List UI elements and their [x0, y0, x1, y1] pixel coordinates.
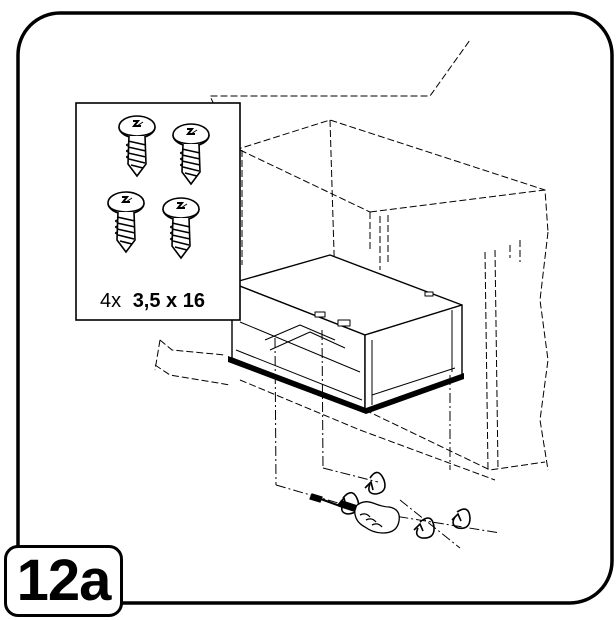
screw-quantity-label: 4x 3,5 x 16: [100, 290, 205, 312]
screwdriver-hand: [309, 493, 400, 534]
cabinet-outline: [154, 39, 549, 481]
hood-bottom-frame: [228, 356, 366, 414]
screw-size: 3,5 x 16: [133, 290, 205, 312]
quantity-prefix: 4x: [100, 290, 121, 312]
step-number-label: 12a: [4, 545, 123, 617]
hood-bottom-frame-right: [366, 373, 464, 414]
parts-inset: [75, 102, 241, 321]
